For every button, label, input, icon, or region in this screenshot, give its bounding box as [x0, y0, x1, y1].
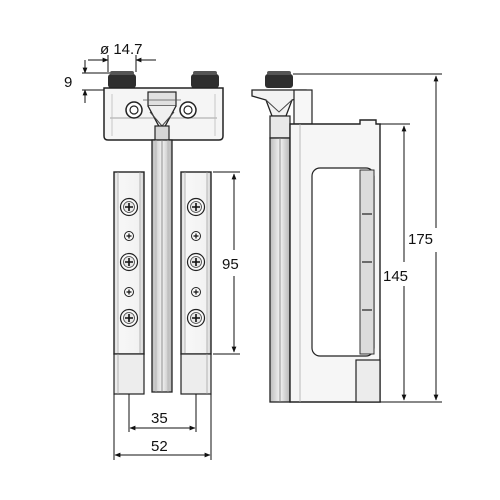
pin-caps [108, 71, 219, 88]
side-body-height-label: 145 [383, 268, 408, 285]
side-rod [269, 137, 291, 403]
bolt-icon [123, 230, 135, 242]
pin-cap-right-rim [193, 71, 217, 75]
outer-width-label: 52 [151, 438, 168, 455]
front-view: ø 14.7 9 [64, 41, 240, 460]
bolt-icon [190, 230, 202, 242]
side-body [289, 119, 381, 403]
screw-icon [119, 197, 139, 217]
side-view: 145 175 [251, 71, 442, 403]
screw-icon [186, 308, 206, 328]
pin-diameter-label: ø 14.7 [100, 41, 143, 58]
screw-icon [186, 252, 206, 272]
plate-length-label: 95 [222, 256, 239, 273]
screw-icon [119, 252, 139, 272]
side-pin-cap [265, 71, 293, 88]
bolt-icon [190, 286, 202, 298]
pin-cap-left [108, 74, 136, 88]
pin-height-label: 9 [64, 74, 72, 91]
pin-height-dimension: 9 [64, 60, 110, 103]
bolt-icon [123, 286, 135, 298]
outer-width-dimension: 52 [113, 394, 212, 460]
left-leaf-plate [113, 171, 145, 395]
screw-icon [186, 197, 206, 217]
pin-diameter-dimension: ø 14.7 [88, 41, 156, 72]
inner-width-dimension: 35 [128, 394, 197, 432]
plate-length-dimension: 95 [213, 171, 240, 355]
mounting-bracket [103, 87, 224, 141]
side-body-height-dimension: 145 [380, 123, 410, 403]
pin-cap-left-rim [110, 71, 134, 75]
bracket-bolt-left [125, 101, 143, 119]
inner-width-label: 35 [151, 410, 168, 427]
hinge-rod [151, 139, 173, 393]
center-clamp [143, 91, 181, 141]
side-bracket [251, 89, 313, 139]
bracket-bolt-right [179, 101, 197, 119]
overall-height-dimension: 175 [293, 73, 442, 403]
screw-icon [119, 308, 139, 328]
pin-cap-right [191, 74, 219, 88]
right-leaf-plate [180, 171, 212, 395]
overall-height-label: 175 [408, 231, 433, 248]
